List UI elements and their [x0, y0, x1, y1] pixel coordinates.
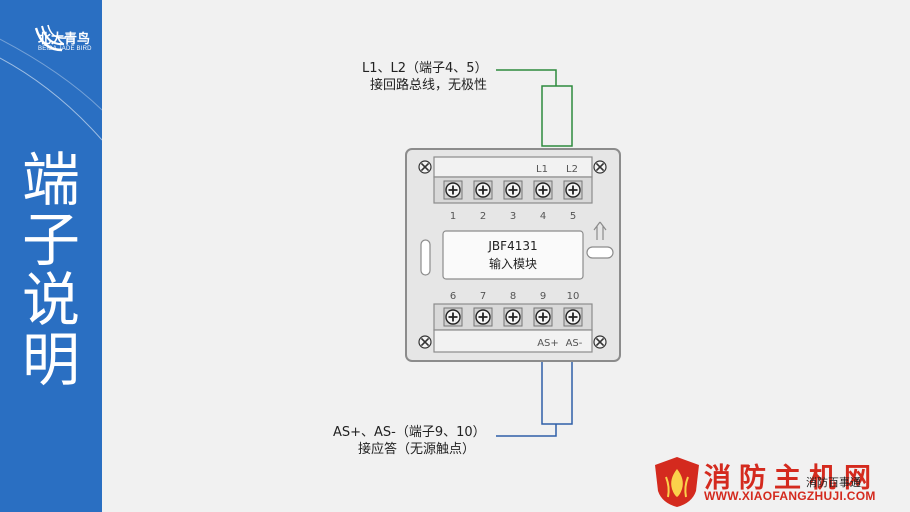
bus-wires	[496, 69, 573, 147]
terminal-number: 5	[570, 211, 576, 222]
terminal-label-l1: L1	[536, 164, 548, 175]
title-char: 说	[21, 266, 80, 334]
right-slot	[586, 246, 614, 259]
terminal-number: 8	[510, 291, 516, 302]
watermark-title: 消防主机网	[704, 463, 879, 494]
terminal-screw-icon	[533, 307, 553, 327]
up-arrow-icon	[593, 221, 607, 240]
mounting-screw-icon	[593, 335, 607, 349]
bottom-terminal-numbers: 6 7 8 9 10	[450, 291, 580, 302]
terminal-screw-icon	[563, 307, 583, 327]
terminal-screw-icon	[473, 180, 493, 200]
title-char: 端	[21, 146, 80, 214]
decorative-arcs	[0, 38, 102, 141]
module-model: JBF4131	[487, 239, 537, 253]
page-title: 端 子 说 明	[14, 150, 88, 390]
terminal-screw-icon	[533, 180, 553, 200]
watermark-url: WWW.XIAOFANGZHUJI.COM	[704, 489, 876, 503]
terminal-number: 2	[480, 211, 486, 222]
bus-wire-pair	[541, 85, 573, 147]
terminal-number: 9	[540, 291, 546, 302]
terminal-screw-icon	[503, 307, 523, 327]
mounting-screw-icon	[593, 160, 607, 174]
brand-name: 北大青鸟	[38, 32, 91, 47]
answer-wire-pair	[541, 360, 573, 425]
bottom-label-strip	[433, 329, 593, 353]
terminal-label-as-plus: AS+	[537, 338, 559, 349]
brand-english-name: BEIDA JADE BIRD	[38, 46, 92, 52]
bus-note-line1: L1、L2（端子4、5）	[362, 61, 488, 76]
bus-note-line2: 接回路总线，无极性	[370, 78, 488, 93]
top-terminal-numbers: 1 2 3 4 5	[450, 211, 576, 222]
bus-wire-leader	[496, 69, 557, 86]
terminal-number: 6	[450, 291, 456, 302]
mounting-screw-icon	[418, 335, 432, 349]
title-char: 明	[21, 326, 80, 394]
answer-note-line2: 接应答（无源触点）	[358, 442, 476, 457]
mounting-screws	[418, 160, 607, 349]
terminal-label-l2: L2	[566, 164, 578, 175]
terminal-number: 4	[540, 211, 546, 222]
mounting-screw-icon	[418, 160, 432, 174]
terminal-number: 3	[510, 211, 516, 222]
fire-shield-logo-icon	[655, 457, 699, 507]
left-slot	[420, 239, 431, 276]
terminal-number: 1	[450, 211, 456, 222]
answer-note-line1: AS+、AS-（端子9、10）	[333, 425, 486, 440]
terminal-screw-icon	[443, 180, 463, 200]
terminal-number: 10	[567, 291, 580, 302]
bird-logo-icon	[34, 24, 67, 52]
terminal-label-as-minus: AS-	[566, 338, 583, 349]
terminal-number: 7	[480, 291, 486, 302]
module-label-panel	[442, 230, 584, 280]
terminal-screw-icon	[563, 180, 583, 200]
terminal-screw-icon	[473, 307, 493, 327]
title-char: 子	[21, 206, 80, 274]
terminal-screw-icon	[503, 180, 523, 200]
answer-wires	[496, 360, 573, 437]
terminal-screw-icon	[443, 307, 463, 327]
watermark-subtitle: 消防百事通	[806, 476, 861, 489]
module-name: 输入模块	[489, 256, 537, 271]
answer-wire-leader	[496, 424, 557, 437]
terminal-screws	[443, 180, 583, 327]
sidebar: 北大青鸟 BEIDA JADE BIRD 端 子 说 明	[0, 0, 102, 512]
